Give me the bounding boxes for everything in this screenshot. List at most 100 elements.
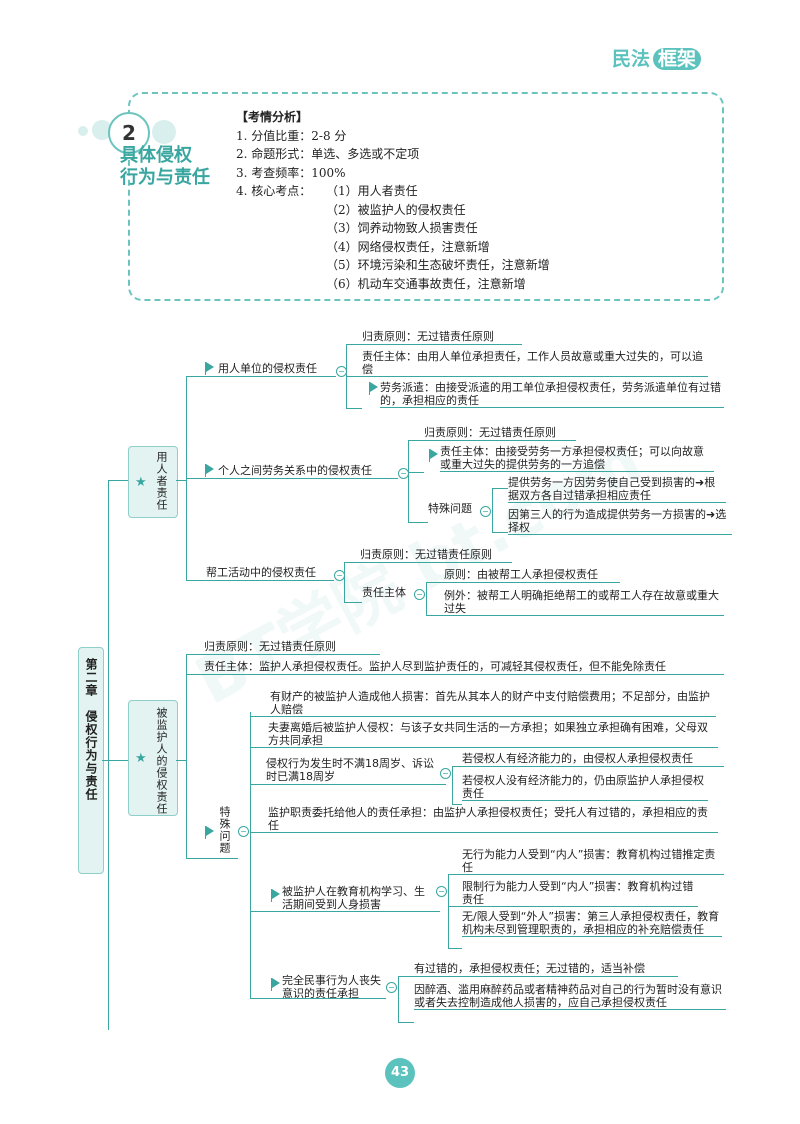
b2-r1-link (408, 440, 424, 441)
g-item-3: 侵权行为发生时不满18周岁、诉讼时已满18周岁 (266, 757, 434, 783)
point-3: （3）饲养动物致人损害责任 (326, 221, 478, 235)
b3-subj-link (344, 602, 362, 603)
b2-sub-connector (408, 440, 409, 522)
g-item-3b: 若侵权人没有经济能力的，仍由原监护人承担侵权责任 (462, 774, 708, 801)
guardian-label: 被监护人的侵权责任 (155, 707, 168, 815)
b2-special: 特殊问题 (428, 502, 472, 515)
g-item-1: 有财产的被监护人造成他人损害：首先从其本人的财产中支付赔偿费用；不足部分，由监护… (270, 690, 716, 717)
analysis-points: （1）用人者责任 （2）被监护人的侵权责任 （3）饲养动物致人损害责任 （4）网… (326, 182, 550, 293)
g-item-5b: 限制行为能力人受到“内人”损害：教育机构过错责任 (462, 880, 698, 907)
analysis-line1: 1. 分值比重：2-8 分 (236, 128, 347, 143)
brand-text-a: 民法 (612, 48, 651, 70)
b1-r2-link (346, 376, 362, 377)
b2-special-2: 因第三人的行为造成提供劳务一方损害的➜选择权 (508, 508, 732, 535)
b2-subject: 责任主体：由接受劳务一方承担侵权责任；可以向故意或重大过失的提供劳务的一方追偿 (440, 445, 714, 472)
guardian-subject: 责任主体：监护人承担侵权责任。监护人尽到监护责任的，可减轻其侵权责任，但不能免除… (204, 660, 724, 675)
collapse-icon[interactable]: − (386, 982, 397, 993)
g-item-5a: 无行为能力人受到“内人”损害：教育机构过错推定责任 (462, 848, 724, 875)
b3-rule: 归责原则：无过错责任原则 (360, 548, 512, 563)
g-r1-link (186, 654, 204, 655)
g-item-5c: 无/限人受到“外人”损害：第三人承担侵权责任，教育机构未尽到管理职责的，承担相应… (462, 910, 722, 937)
collapse-icon[interactable]: − (480, 506, 491, 517)
flag-icon (271, 978, 280, 991)
collapse-icon[interactable]: − (238, 826, 249, 837)
g-i2-link (250, 747, 268, 748)
g-r2-link (186, 674, 204, 675)
g-i4-link (250, 832, 268, 833)
guardian-special: 特殊问题 (218, 806, 231, 854)
chapter-number-badge: 2 (108, 112, 150, 154)
guardian-link (176, 760, 186, 761)
collapse-icon[interactable]: − (414, 589, 425, 600)
g-item-6: 完全民事行为人丧失意识的责任承担 (282, 974, 381, 1000)
chapter-title-line1: 具体侵权 (120, 145, 192, 166)
b3-branch-line (186, 580, 334, 581)
b2-r2-link (408, 472, 424, 473)
chapter-title: 具体侵权 行为与责任 (120, 145, 210, 189)
b2-sp-link (408, 522, 428, 523)
b2-special-1: 提供劳务一方因劳务使自己受到损害的➜根据双方各自过错承担相应责任 (508, 476, 726, 503)
b1-dispatch: 劳务派遣：由接受派遣的用工单位承担侵权责任，劳务派遣单位有过错的，承担相应的责任 (380, 381, 724, 408)
g-i3a-link (452, 766, 462, 767)
b3-exception: 例外：被帮工人明确拒绝帮工的或帮工人存在故意或重大过失 (444, 589, 724, 616)
g-i5c-link (448, 948, 462, 949)
root-link (102, 760, 108, 761)
b3-sub-connector (344, 562, 345, 602)
guardian-connector (186, 654, 187, 858)
page-number-badge: 43 (385, 1058, 415, 1088)
decor-bubble-right (152, 120, 176, 144)
employer-node: 用人者责任 ★ (128, 446, 178, 518)
b3-subject-label: 责任主体 (362, 586, 406, 599)
g-i3b-link (452, 804, 462, 805)
b1-branch-line (186, 376, 336, 377)
b1-r1-link (346, 344, 362, 345)
g-item-6a: 有过错的，承担侵权责任；无过错的，适当补偿 (414, 962, 678, 977)
b2-branch-line (186, 478, 398, 479)
analysis-box (128, 92, 724, 301)
g-i5-link (250, 911, 440, 912)
flag-icon (205, 362, 214, 375)
b1-subject: 责任主体：由用人单位承担责任，工作人员故意或重大过失的，可以追偿 (362, 350, 708, 377)
g-item-5: 被监护人在教育机构学习、生活期间受到人身损害 (282, 885, 425, 911)
star-icon: ★ (135, 751, 147, 766)
page-number: 43 (390, 1065, 410, 1080)
g-i6b-link (398, 1022, 414, 1023)
flag-icon (205, 826, 214, 839)
root-node: 第二章 侵权行为与责任 (78, 647, 104, 874)
star-icon: ★ (135, 475, 147, 490)
flag-icon (205, 464, 214, 477)
collapse-icon[interactable]: − (440, 768, 451, 779)
g-i5-connector (448, 874, 449, 948)
employer-link (176, 480, 186, 481)
g-i6-connector (398, 976, 399, 1022)
collapse-icon[interactable]: − (436, 886, 447, 897)
root-to-guardian (108, 760, 128, 761)
analysis-line2: 2. 命题形式：单选、多选或不定项 (236, 147, 420, 161)
g-i6a-link (398, 976, 414, 977)
g-item-4: 监护职责委托给他人的责任承担：由监护人承担侵权责任；受托人有过错的，承担相应的责… (268, 806, 718, 833)
g-sp-connector (250, 712, 251, 998)
b2-sp1-link (492, 488, 508, 489)
b2-title: 个人之间劳务关系中的侵权责任 (218, 464, 372, 477)
b3-title: 帮工活动中的侵权责任 (206, 566, 316, 579)
brand-logo: 民法框架 (612, 44, 702, 71)
b1-title: 用人单位的侵权责任 (218, 362, 317, 375)
g-sp-link (186, 858, 238, 859)
root-label: 第二章 侵权行为与责任 (84, 658, 98, 801)
g-i3-connector (452, 766, 453, 804)
flag-icon (369, 382, 378, 395)
root-connector (108, 480, 109, 1030)
point-2: （2）被监护人的侵权责任 (326, 202, 466, 217)
b2-rule: 归责原则：无过错责任原则 (424, 426, 576, 441)
analysis-line4: 4. 核心考点： (236, 184, 312, 198)
chapter-number: 2 (122, 121, 136, 145)
point-1: （1）用人者责任 (326, 184, 418, 198)
employer-label: 用人者责任 (155, 451, 168, 511)
b3-r1-link (344, 562, 360, 563)
b3-s1-link (426, 582, 444, 583)
b2-sp-connector (492, 488, 493, 532)
root-to-employer (108, 480, 128, 481)
b2-sp2-link (492, 532, 508, 533)
g-item-6b: 因醉酒、滥用麻醉药品或者精神药品对自己的行为暂时没有意识或者失去控制造成他人损害… (414, 983, 726, 1010)
g-i5a-link (448, 874, 462, 875)
